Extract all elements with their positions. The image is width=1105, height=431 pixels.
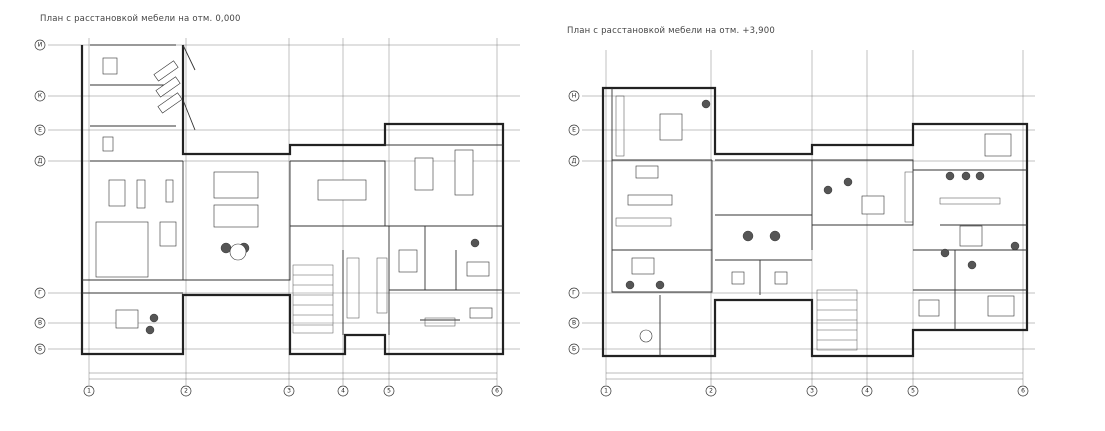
sink-icon [774, 271, 788, 285]
chair-icon [843, 177, 853, 187]
armchair-icon [769, 230, 781, 242]
armchair-icon [655, 280, 665, 290]
furniture-left [95, 57, 493, 335]
bed-icon [861, 195, 885, 215]
chair-icon [145, 325, 155, 335]
wardrobes-right [615, 95, 1001, 227]
axis-markers-right-plan: Н Е Д Г В Б 1 2 3 4 5 6 [568, 90, 1029, 397]
axis-label: Д [572, 158, 577, 165]
bed-icon [959, 225, 983, 247]
bench-icon [165, 179, 174, 203]
dimension-lines-right [606, 372, 1023, 380]
axis-label: Б [38, 346, 42, 353]
kitchen-island-icon [454, 149, 474, 196]
lounger-icon [155, 76, 181, 98]
chair-icon [1010, 241, 1020, 251]
desk-icon [466, 261, 490, 277]
axis-label: К [38, 93, 43, 100]
axis-label: 2 [709, 388, 713, 395]
tv-unit-icon [213, 204, 259, 228]
axis-label: 2 [184, 388, 188, 395]
cabinet-icon [469, 307, 493, 319]
treadmill-icon [136, 179, 146, 209]
bed-icon [984, 133, 1012, 157]
bed-icon [659, 113, 683, 141]
bed-icon [102, 57, 118, 75]
axis-label: В [38, 320, 42, 327]
dining-table-icon [317, 179, 367, 201]
chair-icon [823, 185, 833, 195]
gym-machine-icon [108, 179, 126, 207]
axis-label: 1 [604, 388, 608, 395]
axis-label: Н [572, 93, 577, 100]
chair-icon [945, 171, 955, 181]
chair-icon [149, 313, 159, 323]
armchair-icon [742, 230, 754, 242]
shower-icon [918, 299, 940, 317]
armchair-icon [625, 280, 635, 290]
chair-icon [961, 171, 971, 181]
armchair-icon [639, 329, 653, 343]
axis-label: 6 [495, 388, 499, 395]
chair-icon [940, 248, 950, 258]
axis-label: Д [38, 158, 43, 165]
staircase-right [816, 289, 858, 351]
axis-lines-horizontal-left [48, 44, 520, 350]
cabinet-icon [159, 221, 177, 247]
bathtub-icon [635, 165, 659, 179]
axis-label: Е [38, 127, 42, 134]
coffee-table-icon [229, 243, 247, 261]
axis-label: 5 [911, 388, 915, 395]
chair-icon [470, 238, 480, 248]
axis-label: Г [572, 290, 576, 297]
lounger-icon [157, 92, 183, 114]
bed-icon [987, 295, 1015, 317]
chair-icon [975, 171, 985, 181]
axis-label: 5 [387, 388, 391, 395]
plan-title-upper-floor: План с расстановкой мебели на отм. +3,90… [567, 26, 775, 36]
sofa-icon [631, 257, 655, 275]
staircase-left [292, 264, 334, 334]
kitchen-table-icon [414, 157, 434, 191]
axis-label: 4 [341, 388, 345, 395]
lounger-icon [153, 60, 179, 82]
axis-markers-left-plan: И К Е Д Г В Б 1 2 3 4 5 6 [34, 39, 503, 397]
axis-label: 6 [1021, 388, 1025, 395]
axis-label: 1 [87, 388, 91, 395]
plan-title-ground-floor: План с расстановкой мебели на отм. 0,000 [40, 14, 241, 24]
vanity-icon [627, 194, 673, 206]
axis-label: В [572, 320, 576, 327]
pool-icon [95, 221, 149, 278]
axis-label: 3 [810, 388, 814, 395]
axis-label: И [38, 42, 43, 49]
axis-label: 3 [287, 388, 291, 395]
axis-lines-vertical-right [605, 50, 1024, 385]
armchair-icon [701, 99, 711, 109]
dimension-lines-left [89, 372, 497, 380]
axis-label: 4 [865, 388, 869, 395]
axis-label: Г [38, 290, 42, 297]
walls-left [80, 44, 505, 356]
axis-lines-horizontal-right [582, 95, 1035, 350]
sofa-icon [213, 171, 259, 199]
bath-icon [115, 309, 139, 329]
axis-label: Е [572, 127, 576, 134]
shower-icon [398, 249, 418, 273]
axis-label: Б [572, 346, 576, 353]
wardrobes-left [346, 257, 456, 327]
wc-icon [102, 136, 114, 152]
furniture-right [625, 99, 1020, 343]
walls-right [601, 86, 1029, 358]
sink-icon [731, 271, 745, 285]
chair-icon [967, 260, 977, 270]
armchair-icon [220, 242, 232, 254]
